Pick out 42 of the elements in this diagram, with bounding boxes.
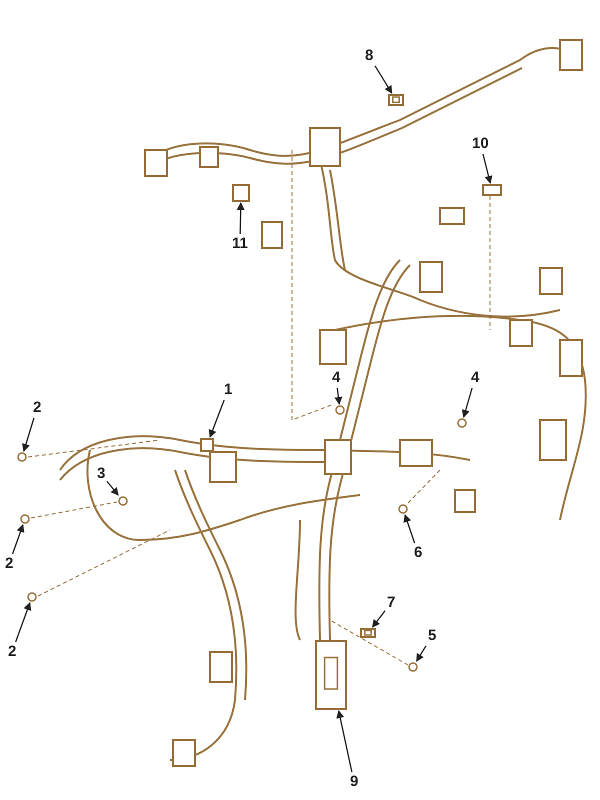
callout-number: 4 xyxy=(332,370,340,386)
callout-number: 2 xyxy=(33,400,42,416)
bolt-icon xyxy=(408,662,418,672)
callout-number: 2 xyxy=(5,556,14,572)
bolt-icon xyxy=(457,418,467,428)
callout-number: 3 xyxy=(97,466,106,482)
callout-number: 1 xyxy=(224,382,232,398)
leader-line xyxy=(208,400,225,438)
bolt-icon xyxy=(118,496,128,506)
bolt-icon xyxy=(398,504,408,514)
callout-number: 9 xyxy=(350,774,358,790)
part-drawing xyxy=(360,628,376,638)
leader-line xyxy=(372,610,386,628)
bolt-icon xyxy=(27,592,37,602)
leader-line xyxy=(404,514,416,544)
connector-icon xyxy=(232,184,250,202)
leader-line xyxy=(336,710,352,772)
part-drawing xyxy=(315,640,347,710)
callout-number: 10 xyxy=(472,136,489,152)
callout-number: 6 xyxy=(414,545,422,561)
part-drawing xyxy=(388,94,404,106)
callout-number: 4 xyxy=(471,370,480,386)
connector-icon xyxy=(482,184,502,196)
callout-number: 5 xyxy=(428,628,436,644)
leader-line xyxy=(416,645,427,662)
leader-line xyxy=(106,480,119,496)
bolt-icon xyxy=(20,514,30,524)
leader-line xyxy=(462,388,473,418)
callout-number: 2 xyxy=(8,644,16,660)
leader-line xyxy=(236,202,245,234)
bolt-icon xyxy=(17,452,27,462)
callout-number: 8 xyxy=(365,48,374,64)
leader-line xyxy=(22,418,35,452)
leader-line xyxy=(374,65,392,94)
leader-line xyxy=(334,388,342,405)
connector-icon xyxy=(200,438,214,452)
bolt-icon xyxy=(335,405,345,415)
callout-number: 11 xyxy=(232,236,248,252)
leader-line xyxy=(12,524,24,554)
callout-number: 7 xyxy=(387,595,396,611)
leader-line xyxy=(482,154,492,184)
leader-line xyxy=(15,602,32,642)
